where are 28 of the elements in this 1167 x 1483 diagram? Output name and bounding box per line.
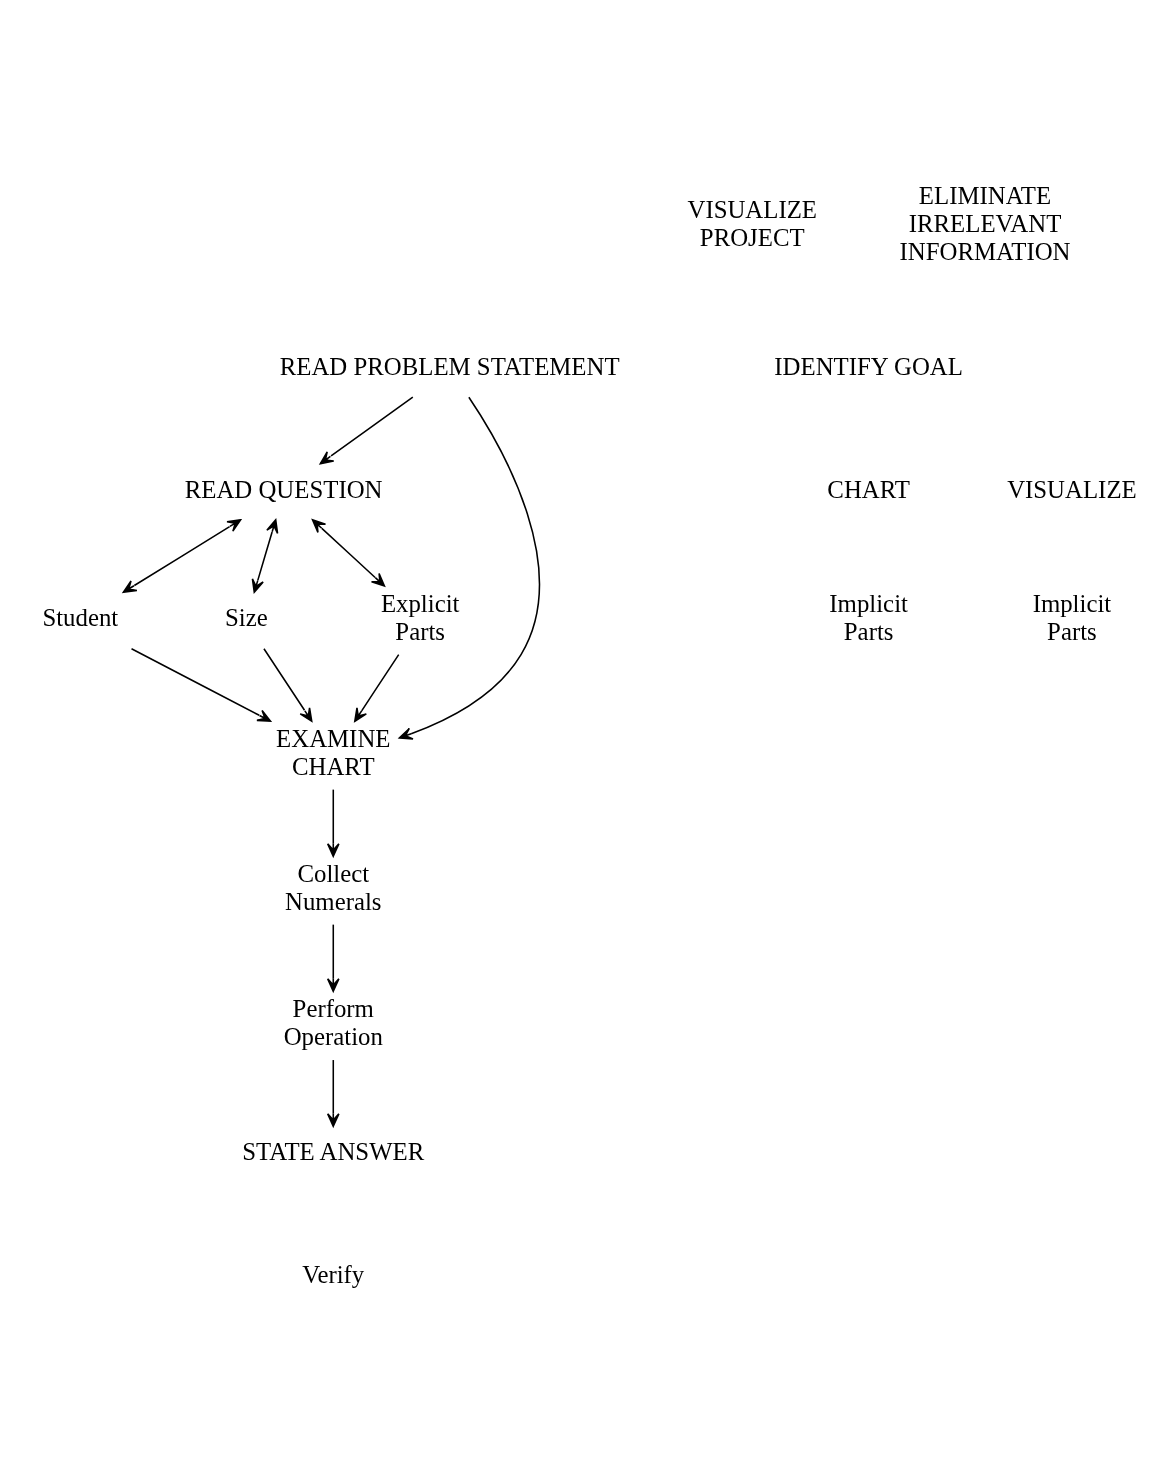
- label: ELIMINATE IRRELEVANT INFORMATION: [899, 182, 1071, 266]
- node-text: Explicit Parts: [380, 590, 460, 646]
- label: Verify: [302, 1260, 365, 1288]
- label: VISUALIZE PROJECT: [687, 196, 818, 252]
- label: Implicit Parts: [1032, 590, 1112, 646]
- node-text: Size: [225, 604, 268, 632]
- node-text: Collect Numerals: [285, 860, 382, 916]
- node-text: STATE ANSWER: [242, 1138, 425, 1166]
- arrow: [398, 396, 541, 740]
- node-text: READ QUESTION: [184, 475, 383, 503]
- arrow: [122, 519, 242, 594]
- arrow: [354, 653, 400, 722]
- arrow: [311, 519, 386, 587]
- arrow: [326, 923, 340, 992]
- arrow: [326, 1059, 340, 1128]
- node-text: Student: [42, 604, 119, 632]
- arrow: [263, 647, 313, 722]
- arrow: [319, 396, 414, 465]
- arrow: [251, 519, 279, 594]
- arrow: [326, 788, 340, 857]
- node-text: READ PROBLEM STATEMENT: [279, 352, 620, 380]
- node-text: Perform Operation: [283, 995, 383, 1051]
- arrow: [130, 647, 272, 722]
- label: CHART: [827, 475, 910, 503]
- node-text: EXAMINE CHART: [276, 725, 391, 781]
- label: IDENTIFY GOAL: [774, 352, 963, 380]
- label: Implicit Parts: [829, 590, 908, 646]
- label: VISUALIZE: [1007, 475, 1137, 503]
